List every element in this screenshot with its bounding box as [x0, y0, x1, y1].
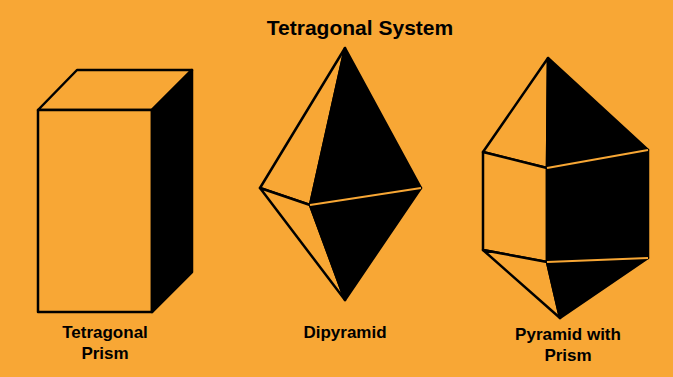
prism-side-face: [152, 70, 192, 312]
prism-right-face: [547, 150, 648, 262]
tetragonal-prism-figure: [38, 70, 192, 312]
upper-right-face: [310, 48, 421, 205]
figure-label: Tetragonal Prism: [43, 322, 168, 365]
edge-highlight: [547, 150, 648, 168]
figure-label: Pyramid with Prism: [506, 324, 631, 367]
pyramid-with-prism-figure: [483, 58, 648, 318]
figure-label: Dipyramid: [283, 322, 408, 343]
lower-right-face: [310, 188, 421, 300]
dipyramid-figure: [260, 48, 421, 300]
lower-left-face: [483, 250, 560, 318]
diagram-title: Tetragonal System: [267, 15, 453, 41]
edge-highlight: [547, 258, 648, 262]
edge-highlight: [310, 188, 421, 205]
prism-left-face: [483, 152, 547, 262]
lower-right-face: [547, 258, 648, 318]
upper-left-face: [483, 58, 548, 168]
prism-front-face: [38, 110, 152, 312]
